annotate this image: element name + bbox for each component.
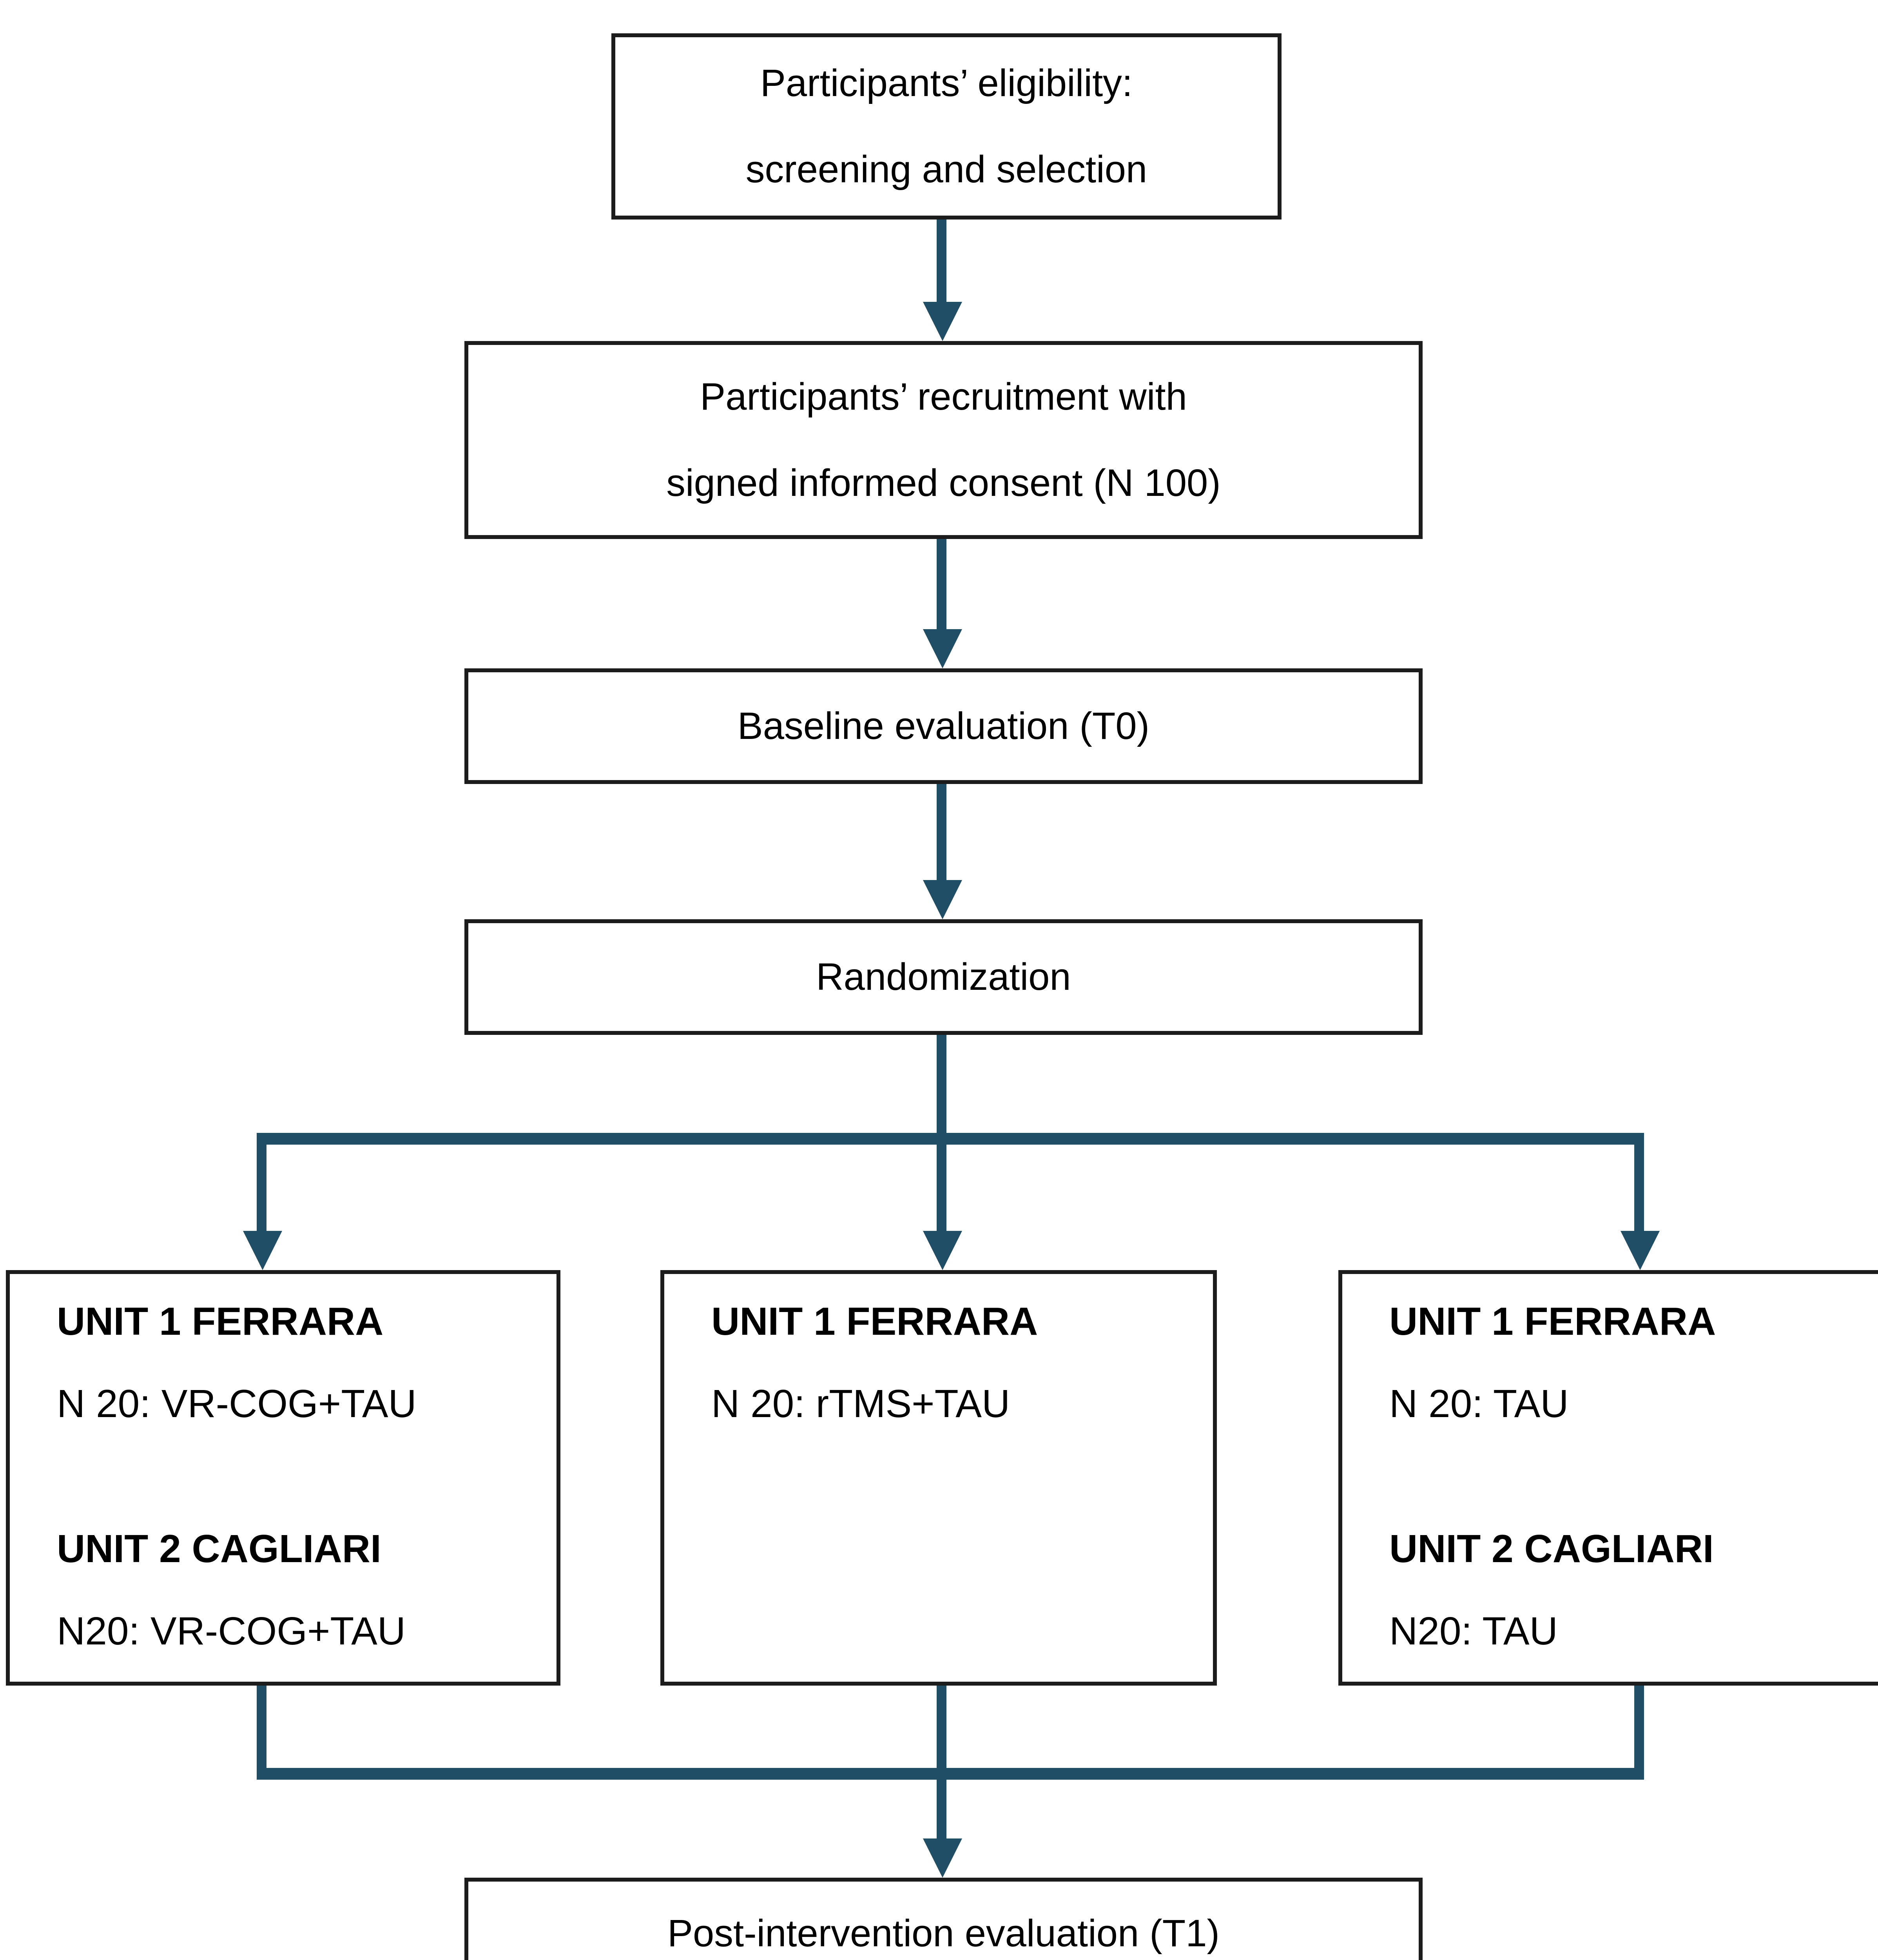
node-recruitment-line2: signed informed consent (N 100) (666, 461, 1221, 505)
arm-group: UNIT 2 CAGLIARI N20: VR-COG+TAU (57, 1509, 537, 1674)
arrow-down-icon (243, 1231, 282, 1270)
unit-title: UNIT 1 FERRARA (1389, 1301, 1716, 1345)
unit-allocation: N20: VR-COG+TAU (57, 1611, 406, 1654)
unit-allocation: N20: TAU (1389, 1611, 1558, 1654)
arrow-down-icon (923, 880, 962, 919)
unit-allocation: N 20: TAU (1389, 1384, 1569, 1427)
unit-allocation: N 20: rTMS+TAU (711, 1384, 1010, 1427)
arrow-down-icon (923, 1231, 962, 1270)
node-baseline: Baseline evaluation (T0) (464, 668, 1423, 784)
merge-middle-stem (937, 1686, 946, 1780)
node-eligibility-line1: Participants’ eligibility: (760, 62, 1133, 105)
arrow-down-icon (1621, 1231, 1660, 1270)
arrow-stem (937, 539, 946, 629)
branch-bar (257, 1133, 1644, 1145)
arrow-down-icon (923, 1838, 962, 1878)
arrow-down-icon (923, 629, 962, 668)
node-eligibility: Participants’ eligibility: screening and… (611, 33, 1282, 220)
arm-group: UNIT 2 CAGLIARI N20: TAU (1389, 1509, 1871, 1674)
arrow-stem (937, 220, 946, 302)
node-recruitment: Participants’ recruitment with signed in… (464, 341, 1423, 539)
unit-allocation: N 20: VR-COG+TAU (57, 1384, 417, 1427)
merge-right-stem (1634, 1686, 1644, 1780)
node-eligibility-line2: screening and selection (745, 148, 1147, 191)
node-post-intervention-line1: Post-intervention evaluation (T1) (667, 1913, 1220, 1956)
merge-bar (257, 1768, 1644, 1780)
arrow-stem (937, 784, 946, 880)
branch-left-stem (257, 1145, 266, 1231)
unit-title: UNIT 2 CAGLIARI (57, 1529, 381, 1572)
arrow-down-icon (923, 302, 962, 341)
unit-title: UNIT 1 FERRARA (57, 1301, 384, 1345)
node-recruitment-line1: Participants’ recruitment with (700, 375, 1187, 419)
node-arm-vrcog: UNIT 1 FERRARA N 20: VR-COG+TAU UNIT 2 C… (6, 1270, 560, 1686)
node-arm-tau: UNIT 1 FERRARA N 20: TAU UNIT 2 CAGLIARI… (1338, 1270, 1878, 1686)
arm-group: UNIT 1 FERRARA N 20: rTMS+TAU (711, 1282, 1193, 1446)
branch-right-stem (1634, 1145, 1644, 1231)
node-post-intervention: Post-intervention evaluation (T1) (464, 1878, 1423, 1960)
merge-down-stem (937, 1780, 946, 1838)
arm-group: UNIT 1 FERRARA N 20: TAU (1389, 1282, 1871, 1446)
unit-title: UNIT 2 CAGLIARI (1389, 1529, 1714, 1572)
merge-left-stem (257, 1686, 266, 1780)
arm-group: UNIT 1 FERRARA N 20: VR-COG+TAU (57, 1282, 537, 1446)
node-arm-rtms: UNIT 1 FERRARA N 20: rTMS+TAU (660, 1270, 1217, 1686)
node-randomization-line1: Randomization (816, 955, 1071, 999)
branch-middle-stem (937, 1145, 946, 1231)
node-baseline-line1: Baseline evaluation (T0) (737, 704, 1150, 748)
branch-center-stem (937, 1035, 946, 1145)
unit-title: UNIT 1 FERRARA (711, 1301, 1038, 1345)
node-randomization: Randomization (464, 919, 1423, 1035)
